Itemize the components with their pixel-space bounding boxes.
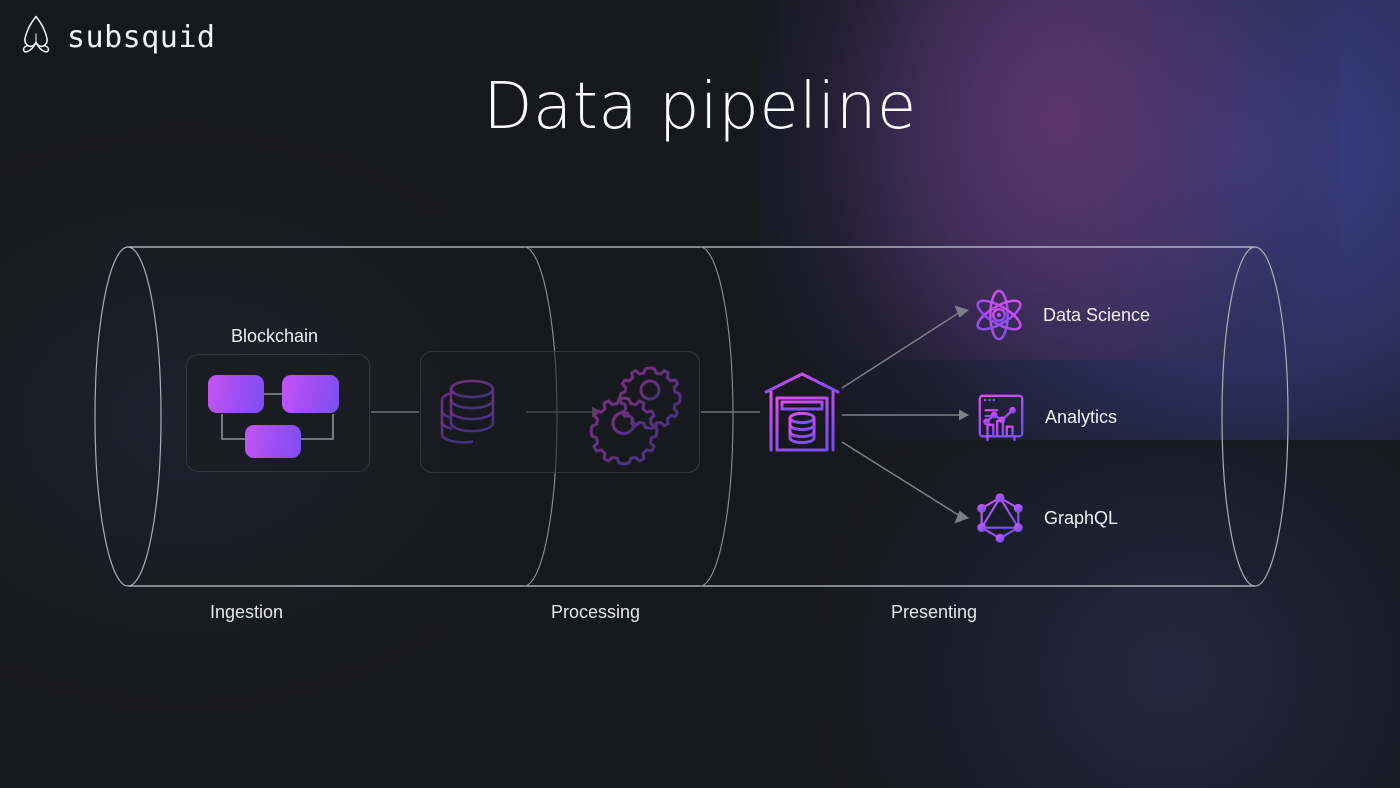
graphql-logo-icon (973, 491, 1027, 545)
stage-label-ingestion: Ingestion (210, 602, 284, 622)
output-item-analytics[interactable]: Analytics (974, 390, 1117, 444)
page-title: Data pipeline (483, 70, 917, 144)
stage-label-processing: Processing (551, 602, 641, 622)
arrow-warehouse-to-analytics (842, 409, 969, 421)
processing-panel (420, 351, 700, 473)
arrow-warehouse-to-datascience (841, 305, 969, 389)
arrow-warehouse-to-graphql (841, 441, 969, 524)
output-item-graphql[interactable]: GraphQL (973, 491, 1118, 545)
output-label-analytics: Analytics (1045, 406, 1118, 427)
output-label-data-science: Data Science (1043, 304, 1151, 325)
atom-icon (972, 288, 1026, 342)
analytics-chart-window-icon (974, 390, 1028, 444)
brand-logo: subsquid (18, 14, 216, 61)
stage-label-presenting: Presenting (891, 602, 978, 622)
brand-name: subsquid (67, 20, 216, 55)
output-item-data-science[interactable]: Data Science (972, 288, 1150, 342)
data-warehouse-icon (762, 370, 842, 460)
blockchain-connectors (221, 393, 334, 440)
subsquid-squid-logo-icon (18, 14, 54, 61)
output-label-graphql: GraphQL (1044, 507, 1119, 528)
blockchain-group-label: Blockchain (231, 326, 319, 346)
